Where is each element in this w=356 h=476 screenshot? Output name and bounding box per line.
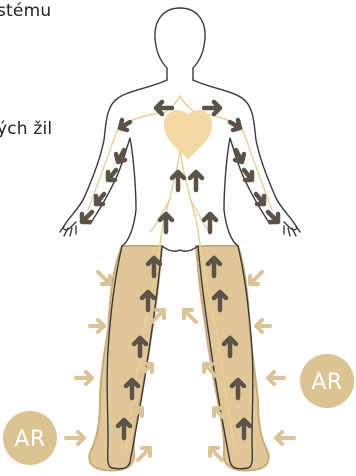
fingers-left [60,226,76,236]
pressure-arrow [98,272,110,284]
flow-arrow [82,212,92,222]
head-outline [155,8,205,80]
pressure-arrow [66,432,84,444]
flow-arrow [204,214,216,232]
pressure-arrow [184,310,196,322]
flow-arrow [256,194,264,204]
body-outline [60,8,300,469]
ar-badge-right: AR [300,354,354,408]
flow-arrow [230,120,240,130]
torso-arms-outline [63,80,296,230]
heart-icon [164,110,212,160]
flow-arrow [190,172,202,190]
pressure-arrow [210,448,222,460]
flow-arrow [244,170,252,180]
flow-arrow [268,212,278,222]
flow-arrow [204,102,220,114]
pressure-arrow [90,320,104,332]
flow-arrow [108,170,116,180]
flow-arrow [120,120,130,130]
fingers-right [284,226,300,236]
pressure-arrow [256,320,270,332]
ar-badge-left-label: AR [14,427,45,452]
pressure-arrow [276,432,294,444]
pressure-arrow [250,272,262,284]
ar-badge-right-label: AR [311,370,342,395]
ar-badge-left: AR [3,411,57,465]
pressure-arrow [76,372,92,384]
pressure-arrow [138,448,150,460]
pressure-arrow [268,372,284,384]
flow-arrow [96,194,104,204]
